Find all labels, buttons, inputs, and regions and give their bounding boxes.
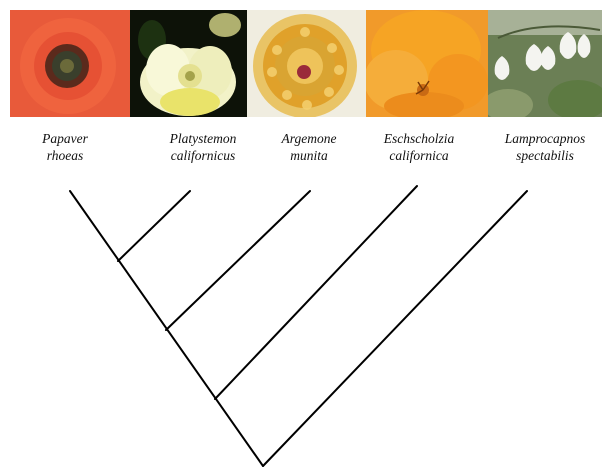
branch-lamprocapnos-spectabilis [263,191,527,466]
branch-argemone-munita [166,191,310,330]
branch-eschscholzia-californica [215,186,417,399]
branch-platystemon-californicus [118,191,190,261]
